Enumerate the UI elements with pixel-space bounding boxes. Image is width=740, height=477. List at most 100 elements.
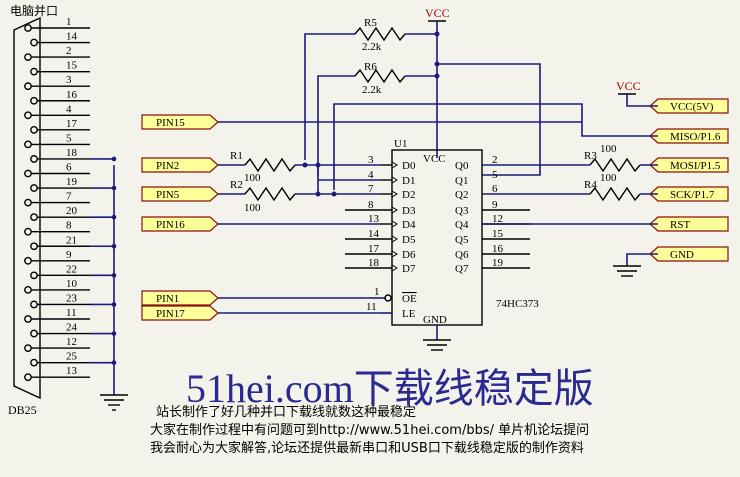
vcc-right-wire (626, 94, 658, 107)
db25-pin-socket (30, 300, 38, 309)
db25-pin-socket (30, 38, 38, 47)
ic-input-pin-name: D6 (402, 249, 416, 261)
db25-pin-socket (30, 155, 38, 163)
port-left-pin16-label: PIN16 (156, 219, 185, 231)
r4-zigzag (589, 186, 641, 202)
db25-pin-socket (30, 213, 38, 222)
r3-value: 100 (600, 143, 617, 155)
ic-input-arrow (391, 176, 398, 184)
resistor-r1: R1 100 (218, 150, 380, 184)
ic-output-pin-number: 12 (492, 213, 503, 225)
db25-pin-socket (30, 329, 38, 338)
ic-output-pin-name: Q4 (455, 219, 469, 231)
db25-pin-number: 15 (66, 60, 78, 72)
db25-shell (13, 16, 41, 400)
db25-pin-socket (30, 358, 38, 367)
r4-value: 100 (600, 172, 617, 184)
db25-pin-number: 16 (66, 89, 78, 101)
db25-pin-socket (30, 96, 38, 105)
notes-block: 站长制作了好几种并口下载线就数这种最稳定 大家在制作过程中有问题可到http:/… (150, 404, 710, 458)
q1-loop-wire (437, 63, 541, 176)
connector-type-label: DB25 (8, 403, 37, 417)
note-line-2: 大家在制作过程中有问题可到http://www.51hei.com/bbs/ 单… (150, 423, 590, 438)
ic-output-pin-name: Q5 (455, 234, 469, 246)
r4-ref: R4 (584, 179, 597, 191)
resistor-r4: R4 100 (482, 172, 658, 202)
vcc-right-label: VCC (616, 79, 641, 93)
ic-input-arrow (391, 250, 398, 258)
db25-pin-number: 9 (66, 249, 72, 261)
ic-input-pin-number: 3 (368, 154, 374, 166)
db25-pin-number: 6 (66, 162, 72, 174)
db25-pin-number: 5 (66, 132, 72, 144)
port-right-4 (649, 186, 729, 202)
r2-junction (331, 191, 337, 197)
ic-input-arrow (391, 161, 398, 169)
left-ground-bus (100, 165, 128, 411)
db25-pin-number: 4 (66, 103, 72, 115)
port-left-pin15-label: PIN15 (156, 117, 185, 129)
db25-pin-number: 1 (66, 16, 72, 28)
port-right-5-label: RST (670, 219, 690, 231)
connector-title: 电脑并口 (10, 4, 58, 18)
port-left-pin5-label: PIN5 (156, 189, 180, 201)
db25-pin-number: 20 (66, 205, 78, 217)
db25-pin-socket (30, 242, 38, 251)
db25-pin-number: 21 (66, 234, 77, 246)
port-right-2-label: MISO/P1.6 (670, 131, 721, 143)
port-right-1 (649, 98, 729, 114)
r1-zigzag (244, 157, 296, 173)
ic-output-pin-number: 5 (492, 169, 498, 181)
db25-pin-number: 8 (66, 220, 72, 232)
gnd-right-wire (626, 253, 658, 266)
r2-ref: R2 (230, 179, 243, 191)
ic-input-pin-number: 8 (368, 199, 374, 211)
le-pin-number: 11 (366, 301, 377, 313)
ic-input-pin-number: 13 (368, 213, 380, 225)
ic-input-arrow (391, 220, 398, 228)
r1-junction (302, 162, 308, 168)
ic-input-arrow (391, 235, 398, 243)
ic-output-pin-name: Q3 (455, 205, 469, 217)
ic-input-pin-name: D3 (402, 205, 416, 217)
ic-output-pin-name: Q1 (455, 175, 468, 187)
r6-value: 2.2k (362, 84, 382, 96)
db25-pin-number: 10 (66, 278, 78, 290)
port-right-4-label: SCK/P1.7 (670, 189, 715, 201)
db25-pin-socket (24, 140, 32, 149)
ground-bus-junction (111, 156, 117, 162)
ic-ref: U1 (394, 138, 407, 150)
db25-pin-number: 22 (66, 263, 77, 275)
ic-input-pin-name: D0 (402, 160, 416, 172)
db25-pin-socket (24, 198, 32, 207)
ic-output-pin-name: Q0 (455, 160, 469, 172)
vcc-top-label: VCC (425, 6, 450, 20)
r5-wire-left (304, 33, 355, 160)
ic-part-number: 74HC373 (496, 298, 539, 310)
r6-ref: R6 (364, 61, 377, 73)
ic-input-arrow (391, 190, 398, 198)
port-right-6-label: GND (670, 249, 694, 261)
ic-input-pin-number: 4 (368, 169, 374, 181)
db25-pin-socket (30, 184, 38, 192)
db25-pin-socket (24, 344, 32, 352)
db25-pin-socket (24, 111, 32, 120)
db25-pin-socket (24, 373, 32, 382)
note-line-1: 站长制作了好几种并口下载线就数这种最稳定 (156, 405, 417, 420)
port-right-6 (649, 246, 729, 262)
le-pin-name: LE (402, 308, 416, 320)
ic-output-pin-number: 9 (492, 199, 498, 211)
port-wires-left (218, 121, 582, 314)
ic-output-pin-number: 15 (492, 228, 504, 240)
r3-zigzag (589, 157, 641, 173)
db25-pin-socket (24, 227, 32, 236)
ic-output-pin-number: 6 (492, 183, 498, 195)
db25-pin-socket (24, 285, 32, 294)
port-left-pin5 (141, 186, 219, 202)
ic-input-pin-number: 17 (368, 243, 380, 255)
r5-value: 2.2k (362, 41, 382, 53)
ic-output-pin-name: Q2 (455, 189, 468, 201)
db25-pin-number: 17 (66, 118, 78, 130)
miso-feedback-wire (333, 103, 658, 190)
